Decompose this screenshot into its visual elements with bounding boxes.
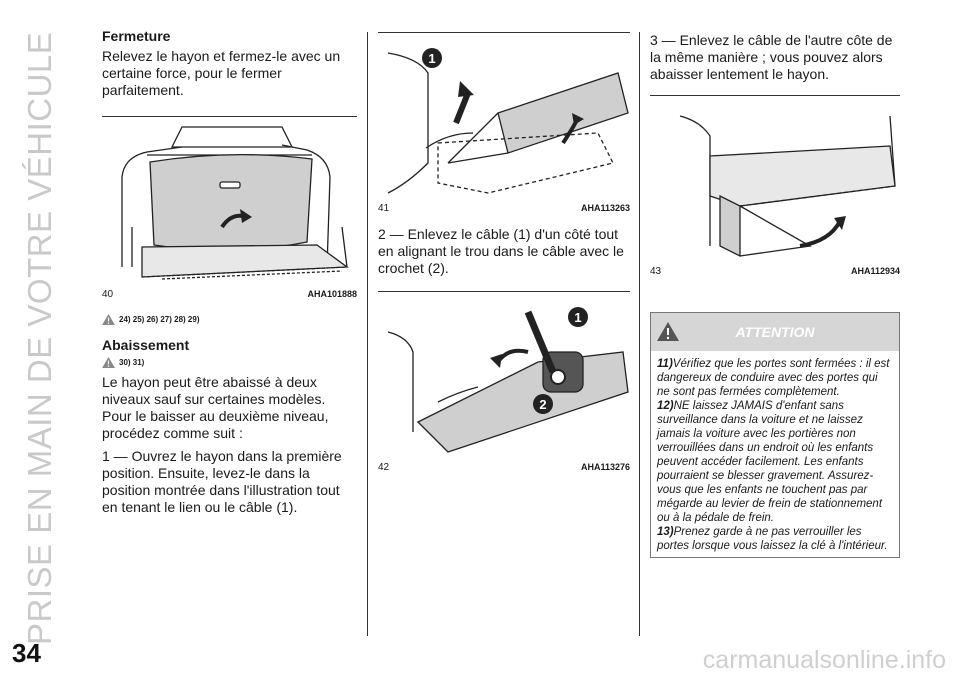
callout-2: 2 bbox=[539, 397, 546, 412]
tailgate-lifted-illustration: 1 bbox=[387, 48, 629, 194]
tailgate-closed-illustration bbox=[121, 126, 349, 280]
paragraph: Le hayon peut être abaissé à deux niveau… bbox=[102, 374, 329, 441]
figure-number: 41 bbox=[378, 203, 390, 214]
warning-refs: 30) 31) bbox=[102, 357, 357, 368]
figure-number: 43 bbox=[650, 266, 662, 277]
refs-text: 24) 25) 26) 27) 28) 29) bbox=[119, 315, 200, 324]
heading-abaissement: Abaissement bbox=[102, 337, 190, 353]
tailgate-lowered-illustration bbox=[679, 115, 896, 258]
figure-code: AHA112934 bbox=[850, 266, 900, 276]
paragraph: 2 — Enlevez le câble (1) d'un côté tout … bbox=[378, 226, 624, 276]
warning-triangle-icon bbox=[102, 357, 115, 368]
column-3: 3 — Enlevez le câble de l'autre côte de … bbox=[650, 28, 900, 558]
figure-number: 40 bbox=[102, 289, 114, 300]
warning-refs: 24) 25) 26) 27) 28) 29) bbox=[102, 314, 357, 325]
figure-40: 40 AHA101888 bbox=[102, 116, 357, 300]
watermark: carmanualsonline.info bbox=[702, 646, 946, 674]
attention-body: 11)Vérifiez que les portes sont fermées … bbox=[651, 351, 899, 557]
column-1: Fermeture Relevez le hayon et fermez-le … bbox=[102, 28, 357, 516]
warning-triangle-icon bbox=[102, 314, 115, 325]
attention-item: 13)Prenez garde à ne pas verrouiller les… bbox=[657, 526, 888, 552]
paragraph: 3 — Enlevez le câble de l'autre côte de … bbox=[650, 32, 893, 82]
column-divider bbox=[367, 32, 368, 636]
attention-box: ATTENTION 11)Vérifiez que les portes son… bbox=[650, 312, 900, 558]
paragraph: Relevez le hayon et fermez-le avec un ce… bbox=[102, 48, 341, 98]
figure-42: 1 2 42 AHA113276 bbox=[378, 291, 630, 473]
column-2: 1 41 AHA113263 2 — Enlevez le câble (1) … bbox=[378, 28, 630, 473]
figure-number: 42 bbox=[378, 462, 390, 473]
figure-code: AHA101888 bbox=[307, 289, 357, 299]
column-divider bbox=[639, 32, 640, 636]
paragraph: 1 — Ouvrez le hayon dans la première pos… bbox=[102, 448, 342, 515]
figure-code: AHA113263 bbox=[580, 203, 630, 213]
heading-fermeture: Fermeture bbox=[102, 28, 171, 44]
attention-title: ATTENTION bbox=[735, 324, 815, 340]
warning-triangle-icon bbox=[657, 322, 679, 341]
page-number: 34 bbox=[12, 638, 41, 668]
figure-41: 1 41 AHA113263 bbox=[378, 32, 630, 214]
callout-1: 1 bbox=[428, 51, 435, 66]
attention-item: 11)Vérifiez que les portes sont fermées … bbox=[657, 358, 890, 398]
side-chapter-title: PRISE EN MAIN DE VOTRE VÉHICULE bbox=[21, 31, 58, 645]
cable-hook-illustration: 1 2 bbox=[387, 307, 629, 453]
figure-code: AHA113276 bbox=[580, 462, 630, 472]
figure-43: 43 AHA112934 bbox=[650, 95, 900, 277]
attention-header: ATTENTION bbox=[651, 313, 899, 351]
attention-item: 12)NE laissez JAMAIS d'enfant sans surve… bbox=[657, 400, 883, 524]
refs-text: 30) 31) bbox=[119, 358, 145, 367]
callout-1: 1 bbox=[574, 310, 581, 325]
